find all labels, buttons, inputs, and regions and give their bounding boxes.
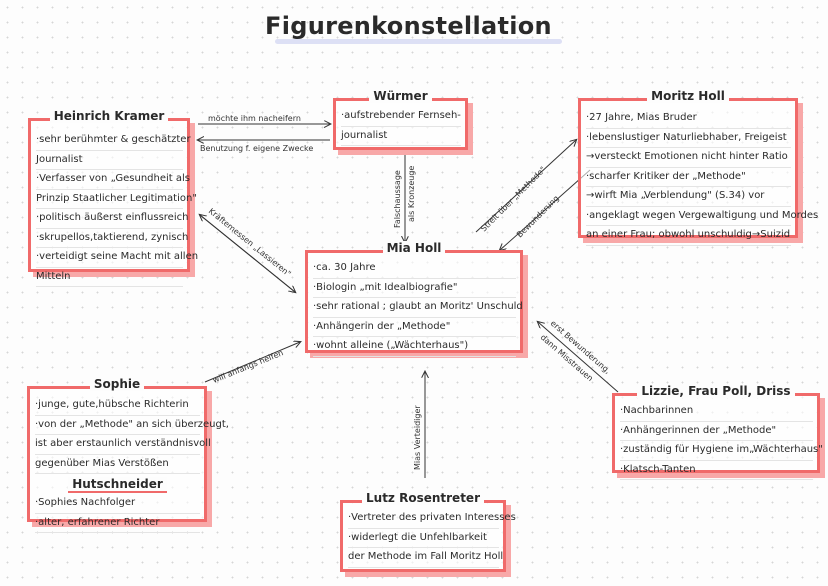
text-line: an einer Frau; obwohl unschuldig→Suizid	[586, 226, 791, 246]
text-line: ·Anhängerinnen der „Methode"	[620, 422, 813, 441]
box-moritz-holl: Moritz Holl ·27 Jahre, Mias Bruder ·lebe…	[578, 89, 818, 246]
text-line: ·sehr berühmter & geschätzter	[36, 131, 191, 151]
arrow-mia-to-moritz	[475, 140, 576, 233]
box-title-lutz: Lutz Rosentreter	[362, 491, 484, 505]
text-line: ·Verfasser von „Gesundheit als	[36, 170, 190, 190]
box-mia-holl: Mia Holl ·ca. 30 Jahre ·Biologin „mit Id…	[305, 241, 523, 357]
text-line: journalist	[341, 127, 461, 146]
box-title-lizzie: Lizzie, Frau Poll, Driss	[637, 384, 795, 398]
text-line: ·Sophies Nachfolger	[35, 494, 200, 514]
box-title-hutschneider: Hutschneider	[68, 477, 167, 493]
text-line: ·widerlegt die Unfehlbarkeit	[348, 529, 499, 548]
text-line: Mitteln	[36, 268, 183, 287]
box-title-wuermer: Würmer	[369, 89, 432, 103]
box-title-kramer: Heinrich Kramer	[49, 109, 169, 123]
arrow-sophie-to-mia	[204, 342, 300, 383]
text-line: der Methode im Fall Moritz Holl	[348, 548, 503, 568]
text-line: →versteckt Emotionen nicht hinter Ratio	[586, 148, 791, 168]
box-sophie: Sophie ·junge, gute,hübsche Richterin ·v…	[27, 377, 229, 533]
box-lizzie-poll-driss: Lizzie, Frau Poll, Driss ·Nachbarinnen ·…	[612, 384, 823, 480]
text-line: ·scharfer Kritiker der „Methode"	[586, 168, 791, 187]
text-line: →wirft Mia „Verblendung" (S.34) vor	[586, 187, 791, 207]
text-line: gegenüber Mias Verstößen	[35, 455, 200, 474]
box-title-mia: Mia Holl	[382, 241, 446, 255]
box-wuermer: Würmer ·aufstrebender Fernseh- journalis…	[333, 89, 468, 150]
text-line: ·Klatsch-Tanten	[620, 461, 813, 480]
text-line: ·politisch äußerst einflussreich	[36, 209, 188, 229]
text-line: ·zuständig für Hygiene im„Wächterhaus"	[620, 441, 823, 461]
box-title-moritz: Moritz Holl	[647, 89, 729, 103]
arrow-mia-kramer	[200, 215, 296, 293]
text-line: ·Biologin „mit Idealbiografie"	[313, 279, 516, 298]
label-kramer-wuermer-2: Benutzung f. eigene Zwecke	[200, 144, 313, 153]
text-line: Journalist	[36, 151, 183, 170]
text-line: ·alter, erfahrener Richter	[35, 514, 200, 533]
label-lutz-mia: Mias Verteidiger	[413, 405, 422, 470]
text-line: Prinzip Staatlicher Legitimation"	[36, 190, 197, 209]
text-line: ist aber erstaunlich verständnisvoll	[35, 435, 211, 455]
text-line: ·skrupellos,taktierend, zynisch	[36, 229, 188, 248]
text-line: ·wohnt alleine („Wächterhaus")	[313, 337, 516, 357]
text-line: ·lebenslustiger Naturliebhaber, Freigeis…	[586, 129, 791, 148]
box-lutz-rosentreter: Lutz Rosentreter ·Vertreter des privaten…	[340, 491, 516, 572]
arrow-moritz-to-mia	[500, 169, 591, 250]
arrow-lizzie-to-mia	[538, 322, 619, 393]
label-mia-moritz-2: Bewunderung	[515, 194, 561, 240]
text-line: ·aufstrebender Fernseh-	[341, 107, 461, 127]
label-kramer-mia: Kräftemessen „Lassieren"	[207, 207, 293, 279]
text-line: ·27 Jahre, Mias Bruder	[586, 109, 791, 129]
text-line: ·Anhängerin der „Methode"	[313, 318, 516, 337]
text-line: ·angeklagt wegen Vergewaltigung und Mord…	[586, 207, 818, 226]
label-sophie-mia: will anfangs helfen	[211, 348, 284, 385]
label-kramer-wuermer-1: möchte ihm nacheifern	[208, 114, 301, 123]
text-line: ·von der „Methode" an sich überzeugt,	[35, 416, 229, 435]
box-heinrich-kramer: Heinrich Kramer ·sehr berühmter & geschä…	[28, 109, 198, 287]
text-line: ·verteidigt seine Macht mit allen	[36, 248, 198, 268]
text-line: ·sehr rational ; glaubt an Moritz' Unsch…	[313, 298, 523, 318]
text-line: ·Vertreter des privaten Interesses	[348, 509, 516, 529]
label-wuermer-mia-1: Falschaussage	[393, 170, 402, 228]
box-title-sophie: Sophie	[89, 377, 145, 391]
label-wuermer-mia-2: als Kronzeuge	[407, 166, 416, 222]
page-title: Figurenkonstellation	[265, 12, 562, 44]
text-line: ·junge, gute,hübsche Richterin	[35, 396, 200, 416]
text-line: ·ca. 30 Jahre	[313, 259, 516, 279]
text-line: ·Nachbarinnen	[620, 402, 813, 422]
